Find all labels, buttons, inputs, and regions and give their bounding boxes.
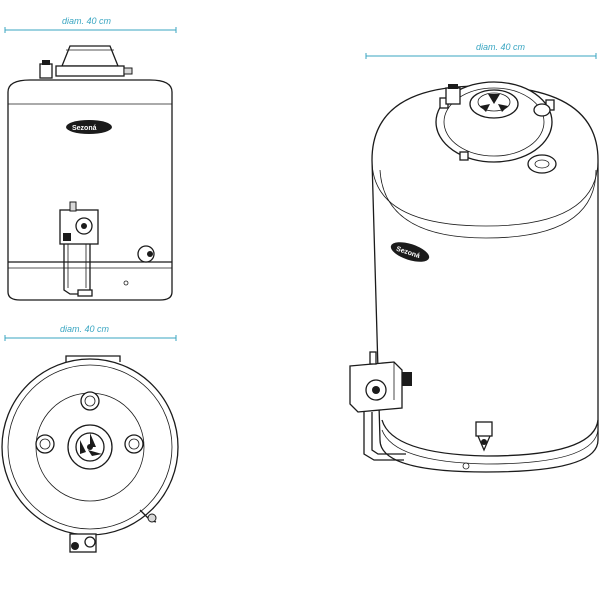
top-view-dimension-label: diam. 40 cm — [60, 324, 110, 334]
front-view-gas-control — [59, 201, 99, 297]
perspective-view-logo: Sezoná — [390, 242, 430, 262]
front-view: diam. 40 cm Sezoná — [4, 16, 177, 301]
top-view-ports — [35, 391, 144, 454]
flue-hood — [55, 45, 133, 77]
perspective-view-drain-valve — [462, 421, 493, 470]
front-view-body — [7, 79, 173, 301]
top-view-dimension: diam. 40 cm — [4, 324, 177, 341]
perspective-view-relief-valve — [445, 84, 557, 174]
relief-valve — [39, 60, 53, 79]
perspective-view-dimension-label: diam. 40 cm — [476, 42, 526, 52]
front-view-dimension: diam. 40 cm — [4, 16, 177, 33]
top-view-flue — [67, 424, 113, 470]
perspective-view-body — [371, 85, 599, 473]
front-view-logo-text: Sezoná — [72, 125, 97, 132]
front-view-logo: Sezoná — [66, 120, 112, 134]
front-view-drain-valve — [123, 245, 155, 286]
perspective-view: diam. 40 cm — [349, 42, 599, 473]
perspective-view-dimension: diam. 40 cm — [365, 42, 597, 59]
perspective-view-gas-control — [349, 351, 412, 461]
top-view-gas-control — [69, 509, 157, 553]
front-view-dimension-label: diam. 40 cm — [62, 16, 112, 26]
perspective-view-flue — [435, 81, 555, 163]
top-view: diam. 40 cm — [1, 324, 179, 553]
